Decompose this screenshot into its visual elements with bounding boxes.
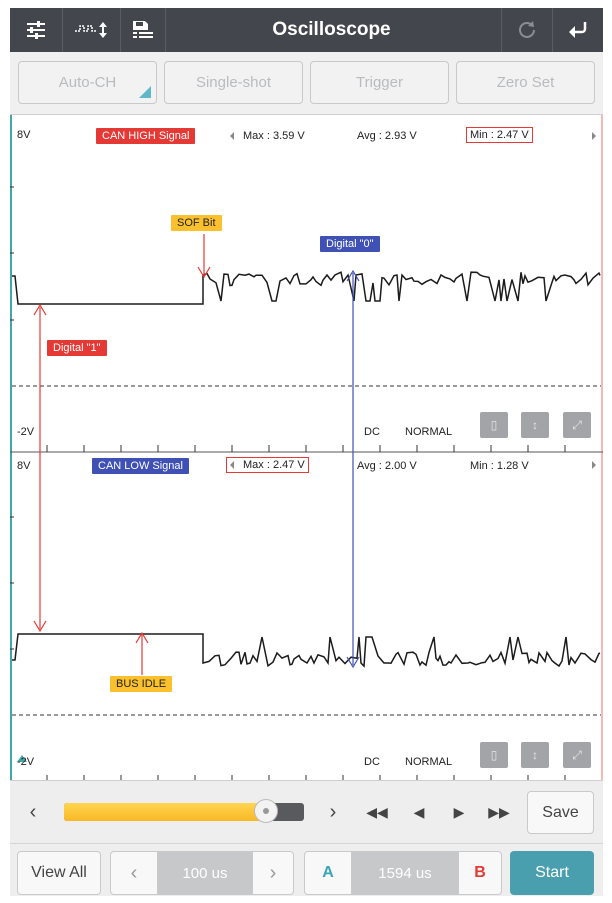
ch2-vertical-move-icon[interactable]: ↕ xyxy=(521,742,549,768)
cursor-controls: View All ‹ 100 us › A 1594 us B Start xyxy=(10,843,603,896)
ch2-top-scale: 8V xyxy=(17,460,31,472)
page-title: Oscilloscope xyxy=(272,19,391,40)
refresh-icon[interactable] xyxy=(502,8,552,52)
step-forward-icon[interactable]: ▶ xyxy=(453,803,465,820)
timeline-fill xyxy=(64,803,266,821)
can-low-waveform xyxy=(12,633,601,668)
ch1-coupling: DC xyxy=(364,426,380,438)
single-shot-button[interactable]: Single-shot xyxy=(164,61,303,104)
ch1-vertical-move-icon[interactable]: ↕ xyxy=(521,412,549,438)
ch1-top-scale: 8V xyxy=(17,129,31,141)
chevron-right-icon[interactable]: › xyxy=(329,800,337,823)
back-icon[interactable] xyxy=(553,8,603,52)
settings-sliders-icon[interactable] xyxy=(10,8,62,52)
ch1-bottom-scale: -2V xyxy=(17,426,35,438)
ch1-expand-icon[interactable]: ⤢ xyxy=(563,412,591,438)
trigger-marker-icon xyxy=(17,755,27,762)
start-button[interactable]: Start xyxy=(510,851,594,895)
time-div-value: 100 us xyxy=(158,851,252,895)
ch2-expand-icon[interactable]: ⤢ xyxy=(563,742,591,768)
auto-ch-button[interactable]: Auto-CH xyxy=(18,61,157,104)
digital-1-label: Digital "1" xyxy=(47,340,107,356)
chevron-left-icon[interactable]: ‹ xyxy=(29,800,37,823)
cursor-delta-value: 1594 us xyxy=(352,851,458,895)
prev-arrow-icon-2 xyxy=(230,461,234,469)
timeline-slider[interactable] xyxy=(64,803,304,821)
zero-set-button[interactable]: Zero Set xyxy=(456,61,595,104)
trigger-button[interactable]: Trigger xyxy=(310,61,449,104)
ch2-avg: Avg : 2.00 V xyxy=(357,460,417,472)
next-arrow-icon xyxy=(592,132,596,140)
save-list-icon[interactable] xyxy=(121,8,165,52)
view-all-button[interactable]: View All xyxy=(17,851,101,895)
title-bar: Oscilloscope xyxy=(10,8,603,52)
ch1-name-tag[interactable]: CAN HIGH Signal xyxy=(96,128,196,144)
ch1-mode: NORMAL xyxy=(405,426,453,438)
ch2-max: Max : 2.47 V xyxy=(226,457,309,473)
slider-knob[interactable] xyxy=(253,799,278,823)
cursor-a-button[interactable]: A xyxy=(304,851,352,895)
ch1-min: Min : 2.47 V xyxy=(466,127,533,143)
digital-0-label: Digital "0" xyxy=(320,236,380,252)
scope-display: 8V CAN HIGH Signal Max : 3.59 V Avg : 2.… xyxy=(10,115,603,780)
ch1-max: Max : 3.59 V xyxy=(243,130,305,142)
step-back-icon[interactable]: ◀ xyxy=(413,803,425,820)
ch2-coupling: DC xyxy=(364,756,380,768)
scope-graphics xyxy=(10,115,603,780)
prev-arrow-icon xyxy=(230,132,234,140)
bus-idle-label: BUS IDLE xyxy=(110,676,173,692)
can-high-waveform xyxy=(12,271,601,305)
function-toolbar: Auto-CH Single-shot Trigger Zero Set xyxy=(10,52,603,115)
ch2-clear-icon[interactable]: ▯ xyxy=(480,742,508,768)
ch2-mode: NORMAL xyxy=(405,756,453,768)
ch2-name-tag[interactable]: CAN LOW Signal xyxy=(92,458,189,474)
ch1-avg: Avg : 2.93 V xyxy=(357,130,417,142)
waveform-toggle-icon[interactable] xyxy=(63,8,120,52)
auto-ch-label: Auto-CH xyxy=(58,74,117,91)
next-arrow-icon-2 xyxy=(592,461,596,469)
save-button[interactable]: Save xyxy=(527,791,594,834)
sof-bit-label: SOF Bit xyxy=(171,215,222,231)
fast-rewind-icon[interactable]: ◀◀ xyxy=(366,803,388,820)
playback-controls: ‹ › ◀◀ ◀ ▶ ▶▶ Save xyxy=(10,780,603,844)
ch1-clear-icon[interactable]: ▯ xyxy=(480,412,508,438)
ch2-bottom-scale: -2V xyxy=(17,756,35,768)
cursor-b-button[interactable]: B xyxy=(458,851,502,895)
fast-forward-icon[interactable]: ▶▶ xyxy=(488,803,510,820)
time-increase-button[interactable]: › xyxy=(252,851,294,895)
dropdown-corner-icon xyxy=(139,86,151,98)
ch2-min: Min : 1.28 V xyxy=(470,460,529,472)
time-decrease-button[interactable]: ‹ xyxy=(110,851,158,895)
oscilloscope-screen: Oscilloscope Auto-CH Single-shot Trigger… xyxy=(10,8,603,896)
